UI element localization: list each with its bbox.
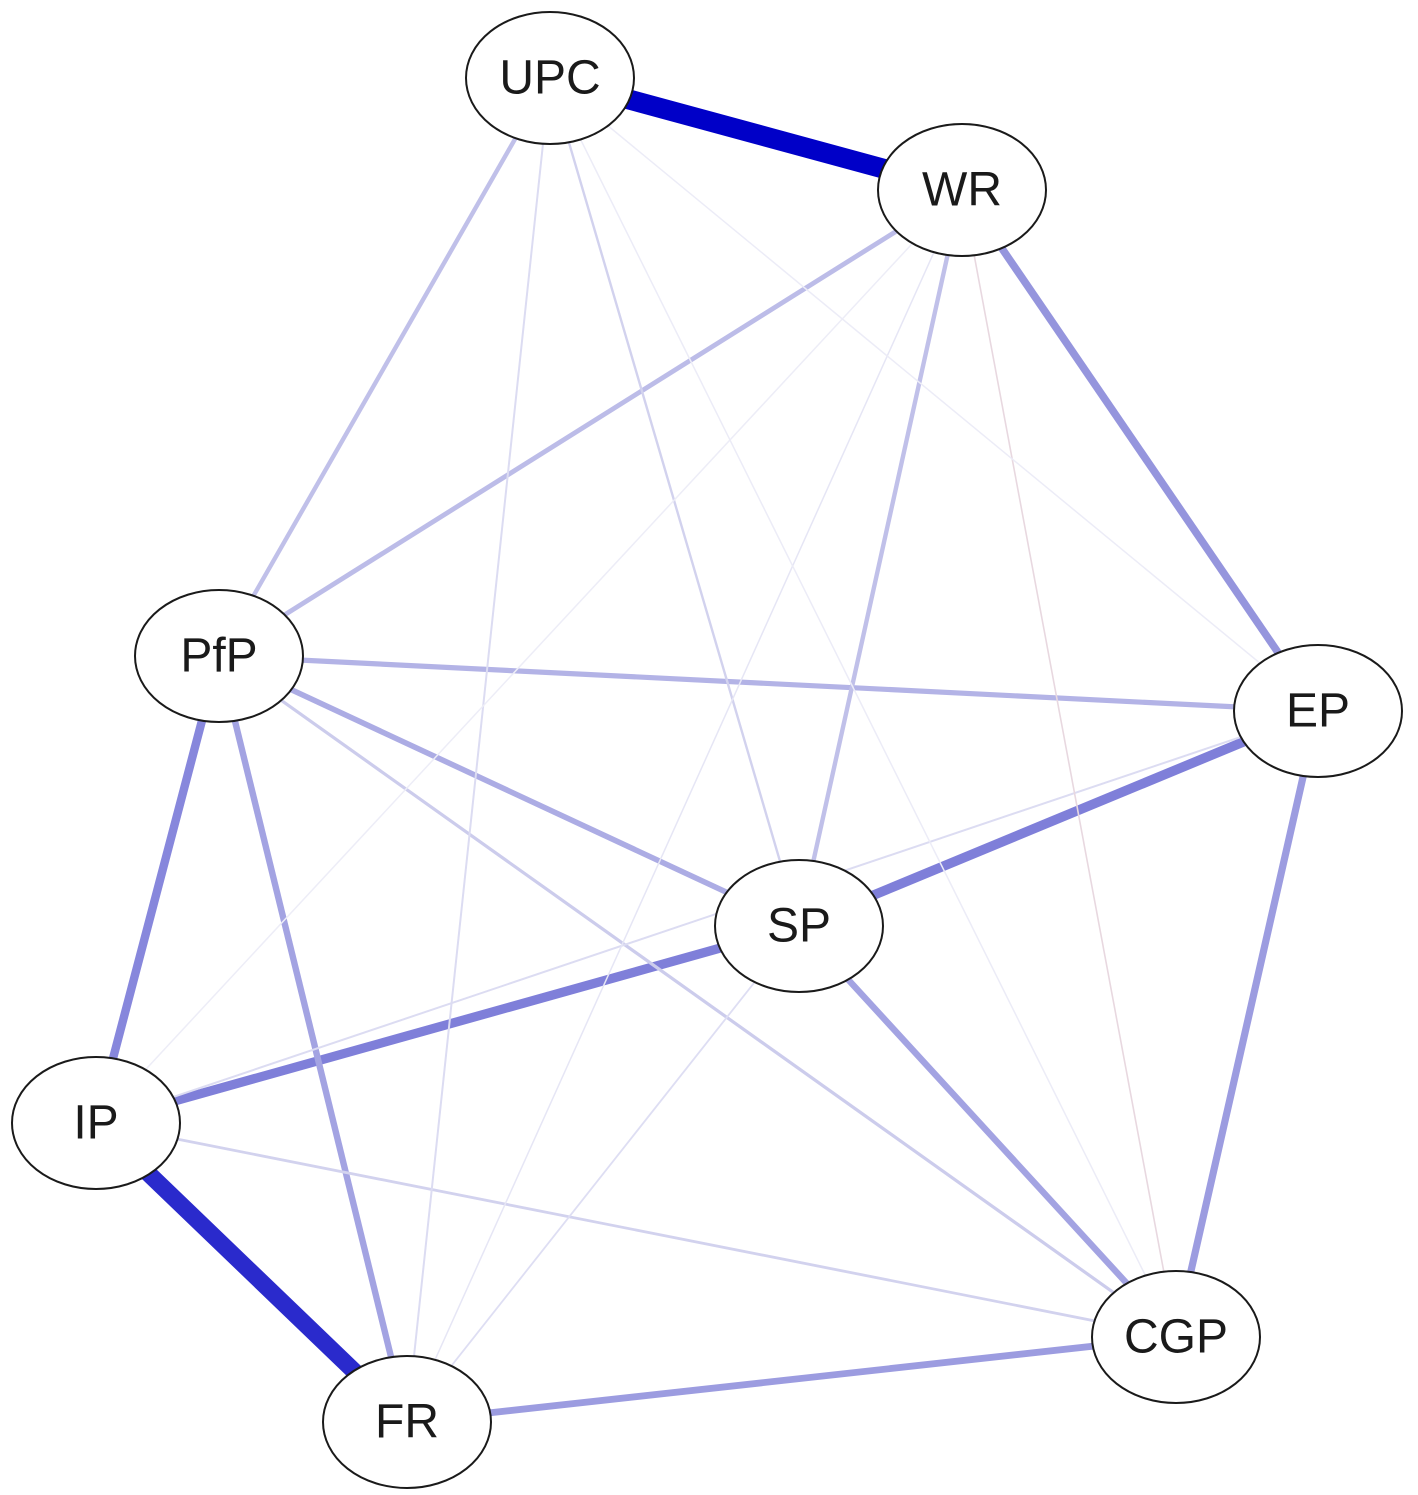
- edge-wr-cgp: [961, 189, 1177, 1338]
- edge-upc-sp: [548, 77, 801, 927]
- node-label-sp: SP: [767, 900, 831, 953]
- node-circle-fr: [322, 1355, 492, 1489]
- node-circle-ip: [11, 1056, 181, 1190]
- edge-ep-cgp: [1172, 710, 1322, 1338]
- edge-wr-sp: [796, 189, 965, 927]
- edge-sp-ep: [797, 706, 1320, 931]
- edge-ip-wr: [95, 189, 963, 1124]
- node-sp: SP: [714, 859, 884, 993]
- edge-pfp-fr: [215, 655, 411, 1423]
- node-circle-upc: [465, 11, 635, 145]
- node-circle-ep: [1233, 644, 1403, 778]
- edge-sp-fr: [406, 925, 800, 1423]
- node-label-wr: WR: [922, 164, 1002, 217]
- edge-ip-sp: [94, 921, 801, 1128]
- node-wr: WR: [877, 123, 1047, 257]
- node-fr: FR: [322, 1355, 492, 1489]
- node-ip: IP: [11, 1056, 181, 1190]
- edge-upc-pfp: [217, 76, 552, 658]
- edge-upc-cgp: [549, 77, 1177, 1338]
- node-label-pfp: PfP: [180, 630, 257, 683]
- edge-pfp-ep: [218, 653, 1319, 714]
- edge-fr-cgp: [406, 1333, 1177, 1426]
- edge-wr-ep: [958, 187, 1322, 714]
- node-pfp: PfP: [134, 589, 304, 723]
- node-label-upc: UPC: [499, 52, 600, 105]
- node-circle-sp: [714, 859, 884, 993]
- node-label-cgp: CGP: [1124, 1311, 1228, 1364]
- node-circle-cgp: [1091, 1270, 1261, 1404]
- nodes-layer: UPC WR PfP EP SP IP CGP FR: [11, 11, 1403, 1489]
- edge-ip-ep: [95, 710, 1319, 1124]
- node-label-ip: IP: [73, 1097, 118, 1150]
- node-label-fr: FR: [375, 1396, 439, 1449]
- edges-layer: [90, 68, 1322, 1429]
- node-label-ep: EP: [1286, 685, 1350, 738]
- edge-pfp-ip: [91, 654, 224, 1125]
- edge-sp-cgp: [796, 923, 1179, 1340]
- node-circle-wr: [877, 123, 1047, 257]
- node-ep: EP: [1233, 644, 1403, 778]
- node-upc: UPC: [465, 11, 635, 145]
- edge-ip-cgp: [95, 1121, 1177, 1339]
- edge-pfp-cgp: [218, 654, 1177, 1339]
- node-circle-pfp: [134, 589, 304, 723]
- edge-upc-ep: [549, 77, 1319, 712]
- edge-upc-fr: [406, 77, 551, 1423]
- edge-pfp-sp: [217, 653, 801, 929]
- edge-wr-pfp: [217, 187, 964, 659]
- edge-wr-fr: [406, 189, 963, 1423]
- node-cgp: CGP: [1091, 1270, 1261, 1404]
